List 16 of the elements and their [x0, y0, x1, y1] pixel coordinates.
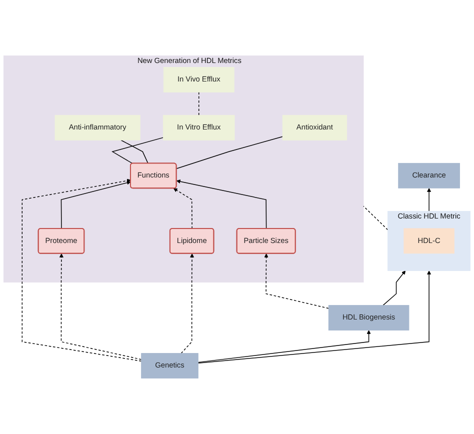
arrow	[176, 180, 267, 230]
connector	[198, 92, 200, 116]
arrow	[60, 180, 131, 230]
connector	[112, 137, 164, 164]
arrow	[264, 254, 329, 309]
arrow	[198, 270, 432, 364]
connector	[120, 140, 148, 164]
connector	[363, 206, 388, 230]
arrow	[180, 254, 194, 354]
arrow	[22, 178, 142, 362]
arrow	[59, 254, 142, 360]
arrow	[173, 188, 192, 230]
arrow	[427, 188, 432, 212]
arrow	[382, 270, 406, 306]
connector	[176, 136, 283, 170]
arrow	[198, 330, 371, 363]
